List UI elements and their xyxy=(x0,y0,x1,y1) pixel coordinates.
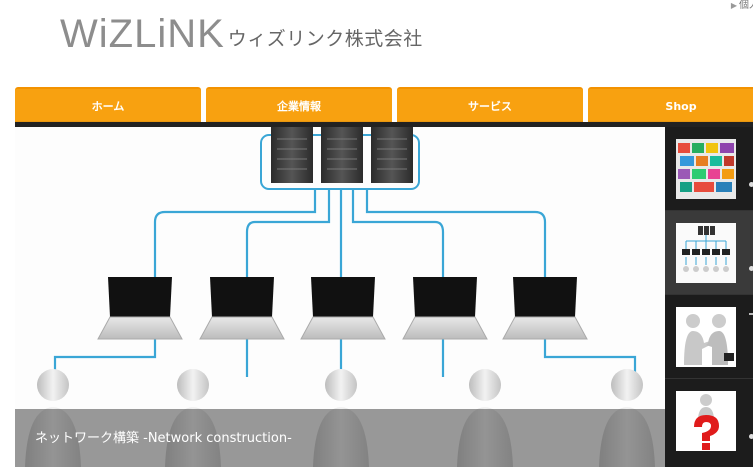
logo-wordmark: WiZLiNK xyxy=(60,12,225,56)
question-thumbnail xyxy=(676,391,736,451)
main-nav: ホーム 企業情報 サービス Shop xyxy=(15,87,753,123)
company-name: ウィズリンク株式会社 xyxy=(227,28,423,50)
nav-item-home[interactable]: ホーム xyxy=(15,87,201,123)
thumbnail-item-active[interactable] xyxy=(665,211,753,295)
top-link[interactable]: ▶個人 xyxy=(731,0,753,11)
slider-thumbnails xyxy=(665,127,753,467)
nav-item-service[interactable]: サービス xyxy=(397,87,583,123)
nav-item-label: 企業情報 xyxy=(277,100,321,113)
arrow-icon: ▶ xyxy=(730,1,737,10)
top-link-label: 個人 xyxy=(739,0,753,11)
thumbnail-item[interactable] xyxy=(665,295,753,379)
nav-item-label: サービス xyxy=(468,100,512,113)
nav-item-company[interactable]: 企業情報 xyxy=(206,87,392,123)
thumbnail-indicator xyxy=(749,266,753,271)
keyboard-thumbnail xyxy=(676,139,736,199)
site-logo[interactable]: WiZLiNK ウィズリンク株式会社 xyxy=(60,14,423,54)
thumbnail-indicator xyxy=(749,434,753,439)
slider-main-image[interactable]: ネットワーク構築 -Network construction- xyxy=(15,127,665,467)
slider-caption: ネットワーク構築 -Network construction- xyxy=(15,409,665,467)
nav-item-label: ホーム xyxy=(91,100,125,113)
thumbnail-indicator xyxy=(749,313,753,315)
nav-item-label: Shop xyxy=(665,99,697,113)
nav-underline xyxy=(15,122,753,127)
handshake-thumbnail xyxy=(676,307,736,367)
nav-item-shop[interactable]: Shop xyxy=(588,87,753,123)
thumbnail-item[interactable] xyxy=(665,379,753,463)
network-thumbnail xyxy=(676,223,736,283)
thumbnail-indicator xyxy=(749,182,753,187)
thumbnail-item[interactable] xyxy=(665,127,753,211)
